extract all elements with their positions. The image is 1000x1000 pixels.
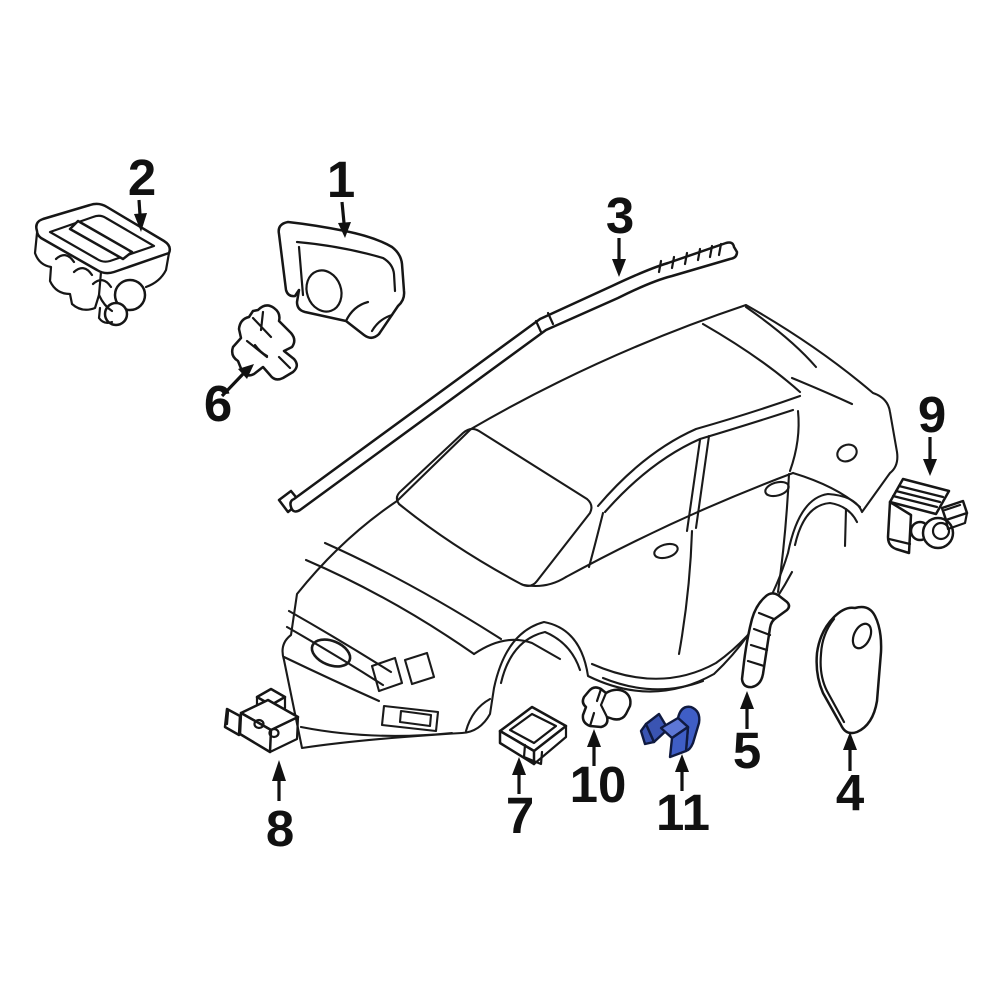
part-5-b-pillar-sensor[interactable] [740,592,791,689]
callout-6-label[interactable]: 6 [204,375,232,432]
callout-5[interactable]: 5 [733,691,761,779]
windshield [395,427,593,587]
callout-3-label[interactable]: 3 [606,187,634,244]
part-7-airbag-control-module[interactable] [498,705,568,766]
trunk-seam [790,376,854,406]
part-8-front-impact-sensor[interactable] [223,687,300,754]
front-door-seam [677,529,694,656]
sensor-box-front [668,725,690,759]
rear-door-seam [776,472,791,594]
callout-5-label[interactable]: 5 [733,722,761,779]
headlight-seam [472,638,562,661]
front-wheel-arch-inner [499,630,582,685]
part-10-side-sensor[interactable] [581,686,632,729]
callout-2-arrow [137,199,142,216]
airbag-slot [68,219,134,261]
callout-10[interactable]: 10 [570,729,627,813]
roof-side-rail [596,394,802,508]
bumper-signal-slots [370,651,436,693]
callout-6-arrow [220,372,245,398]
c-pillar-band [701,322,802,394]
hood-crease [304,558,476,656]
part-9-rear-impact-sensor[interactable] [886,477,969,555]
tube-ribs [657,242,723,274]
bumper-top-edge [282,655,381,703]
part-4-seat-airbag[interactable] [815,605,883,735]
callout-8[interactable]: 8 [266,760,294,857]
part-1-driver-airbag[interactable] [277,220,406,339]
callout-1-label[interactable]: 1 [327,151,355,208]
callout-3[interactable]: 3 [606,187,634,277]
callout-9[interactable]: 9 [918,386,946,476]
callout-4-label[interactable]: 4 [836,764,865,821]
front-door-handle [653,542,679,560]
fuel-door [836,443,858,463]
car-silhouette [281,303,899,750]
part-11-highlighted-sensor[interactable] [639,705,701,759]
callout-11[interactable]: 11 [656,754,710,841]
callout-8-label[interactable]: 8 [266,800,294,857]
vehicle-body-outline [281,303,899,750]
tube-collar [534,311,555,334]
callout-1[interactable]: 1 [327,151,355,238]
rear-door-handle [764,480,790,498]
callout-4[interactable]: 4 [836,732,865,821]
part-2-passenger-airbag[interactable] [33,202,172,327]
callout-2[interactable]: 2 [128,149,156,232]
rear-wheel-arch-inner [793,501,859,547]
quarter-crease [791,471,862,509]
part-6-clockspring[interactable] [230,304,298,381]
grille-oval-badge [310,638,352,668]
beltline [564,471,795,579]
callout-7[interactable]: 7 [506,757,534,844]
callout-1-arrow [340,201,346,224]
callout-6[interactable]: 6 [204,364,254,432]
fog-lamp-slot [380,704,440,733]
callout-2-label[interactable]: 2 [128,149,156,206]
callout-7-label[interactable]: 7 [506,787,534,844]
part-3-curtain-airbag-tube[interactable] [277,241,739,514]
callout-9-label[interactable]: 9 [918,386,946,443]
grille-line [287,609,393,674]
callout-11-label[interactable]: 11 [656,784,710,841]
b-pillar [685,434,711,533]
callout-10-label[interactable]: 10 [570,756,627,813]
